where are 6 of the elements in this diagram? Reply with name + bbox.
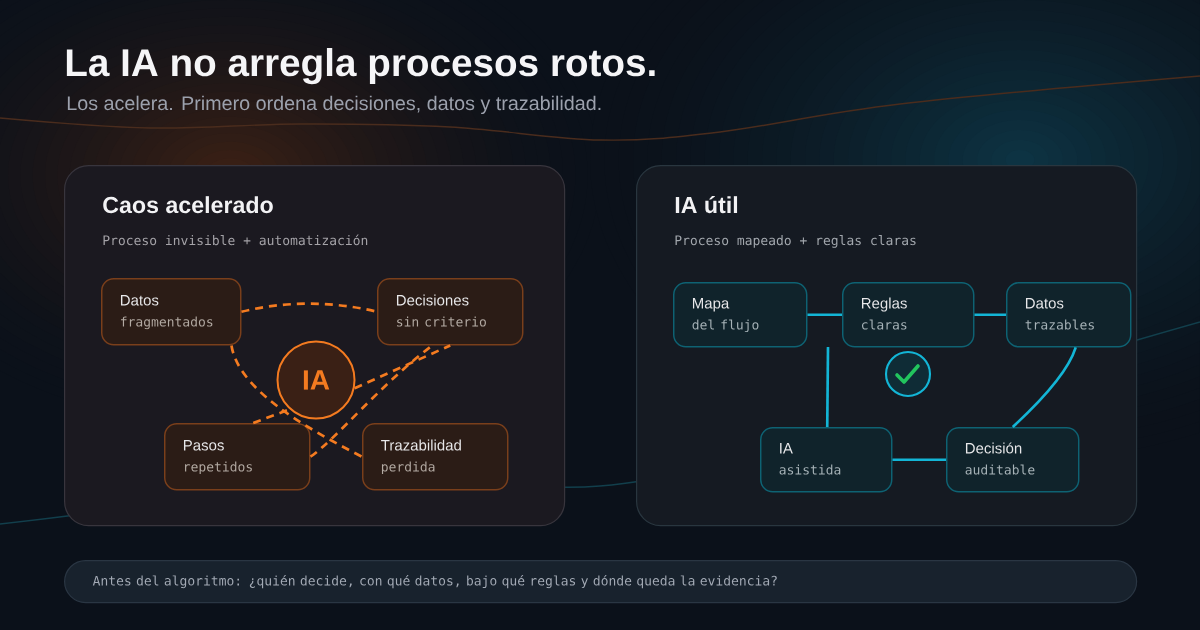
panel-heading: Caos acelerado	[103, 196, 273, 214]
title: La IA no arregla procesos rotos.	[66, 47, 655, 85]
panel-subtitle: Proceso invisible + automatización	[103, 234, 368, 246]
panel-subtitle: Proceso mapeado + reglas claras	[675, 235, 916, 248]
panel-heading: IA útil	[675, 196, 738, 214]
subtitle: Los acelera. Primero ordena decisiones, datos y trazabilidad.	[67, 95, 601, 115]
